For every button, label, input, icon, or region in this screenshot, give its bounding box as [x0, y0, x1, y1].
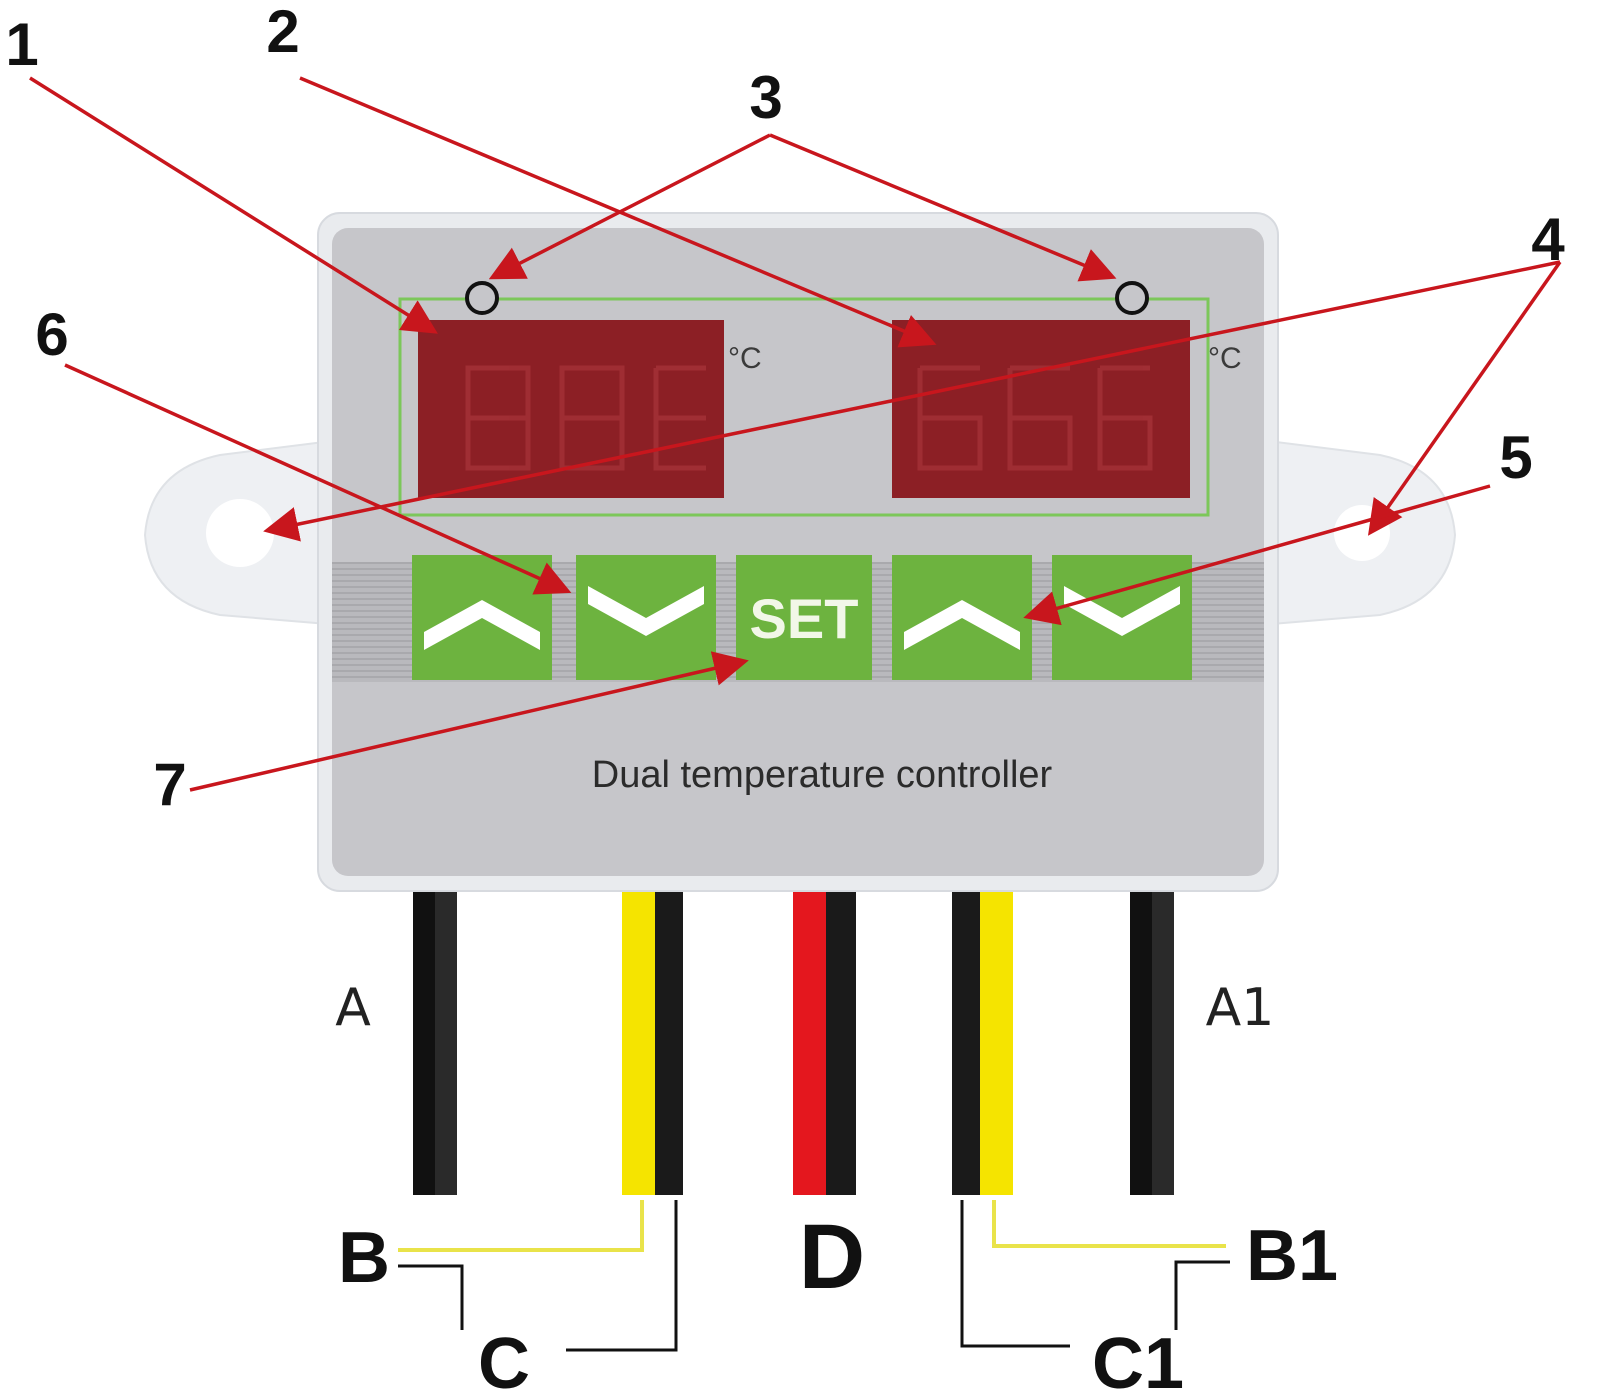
- status-led-left: [465, 281, 499, 315]
- wire-label-C1: C1: [1092, 1324, 1184, 1392]
- wire-label-B1: B1: [1246, 1216, 1338, 1296]
- left-down-button[interactable]: [576, 555, 716, 680]
- wire-label-B: B: [338, 1218, 390, 1298]
- wire-label-A: A: [335, 978, 371, 1038]
- status-led-right: [1115, 281, 1149, 315]
- mounting-hole-left: [206, 499, 274, 567]
- chevron-up-icon: [904, 600, 1020, 650]
- wire-A1: [1130, 885, 1174, 1195]
- callout-1: 1: [5, 11, 38, 78]
- chevron-down-icon: [1064, 586, 1180, 636]
- set-button-label: SET: [750, 587, 859, 650]
- set-button[interactable]: SET: [736, 555, 872, 680]
- wire-label-A1: A1: [1206, 978, 1275, 1038]
- wire-D: [793, 885, 856, 1195]
- wire-A: [413, 885, 457, 1195]
- callout-5: 5: [1499, 424, 1532, 491]
- callout-4: 4: [1531, 206, 1565, 273]
- callout-7: 7: [153, 751, 186, 818]
- display-left: [418, 320, 724, 498]
- display-right-digits: [917, 365, 1153, 471]
- wire-B-C: [622, 885, 683, 1195]
- callout-2: 2: [266, 0, 299, 65]
- right-down-button[interactable]: [1052, 555, 1192, 680]
- left-up-button[interactable]: [412, 555, 552, 680]
- callout-arrows: [29, 76, 1562, 792]
- mounting-ear-left: [143, 438, 341, 627]
- display-left-digits: [465, 365, 706, 471]
- unit-label-left: °C: [728, 342, 762, 375]
- display-bezel: [398, 297, 1210, 517]
- chevron-up-icon: [424, 600, 540, 650]
- wire-label-C: C: [478, 1324, 530, 1392]
- lead-lines: [398, 1200, 1230, 1352]
- device-title: Dual temperature controller: [592, 754, 1053, 796]
- callout-3: 3: [749, 64, 782, 131]
- wire-label-D: D: [799, 1206, 865, 1308]
- right-up-button[interactable]: [892, 555, 1032, 680]
- chevron-down-icon: [588, 586, 704, 636]
- wire-C1-B1: [952, 885, 1013, 1195]
- display-gap: [724, 320, 892, 498]
- unit-label-right: °C: [1208, 342, 1242, 375]
- mounting-ear-right: [1259, 438, 1457, 627]
- callout-6: 6: [35, 301, 68, 368]
